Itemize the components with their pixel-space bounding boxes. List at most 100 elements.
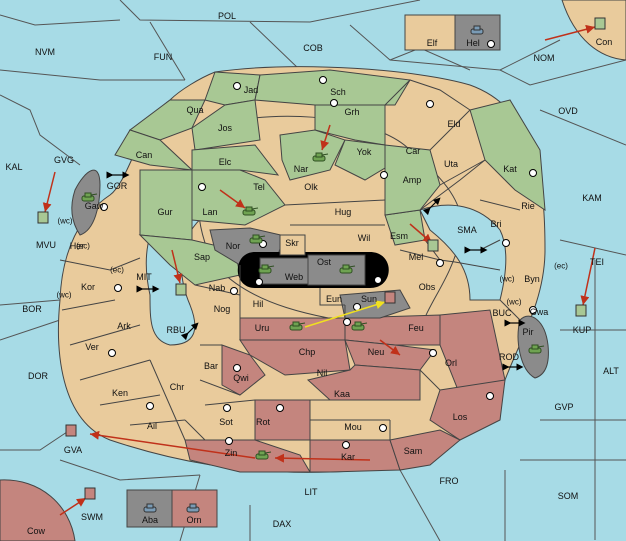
tank-unit-icon	[81, 192, 98, 202]
supply-center-icon	[255, 278, 263, 286]
land-label-nar: Nar	[293, 164, 309, 174]
red-territories	[184, 309, 506, 473]
land-label-ark: Ark	[117, 321, 131, 331]
land-label-eun: Eun	[325, 294, 343, 304]
land-label-uru: Uru	[254, 323, 270, 333]
land-label-nil: Nil	[316, 368, 328, 378]
land-label-bri: Bri	[490, 219, 502, 229]
tank-unit-icon	[258, 264, 275, 274]
land-label-can: Can	[135, 150, 153, 160]
land-label-feu: Feu	[408, 323, 424, 333]
land-label-ken: Ken	[111, 388, 129, 398]
land-label-nor: Nor	[225, 241, 241, 251]
land-label-jad: Jad	[243, 85, 259, 95]
fleet-units[interactable]	[37, 17, 606, 500]
land-label-amp: Amp	[402, 175, 422, 185]
tank-unit-icon	[528, 344, 545, 354]
land-label-hug: Hug	[334, 207, 352, 217]
con-land	[561, 0, 626, 61]
supply-center-icon	[330, 99, 338, 107]
land-label-chp: Chp	[298, 347, 316, 357]
land-label-kor: Kor	[80, 282, 96, 292]
sea-label-fro: FRO	[439, 476, 459, 486]
supply-centers	[100, 40, 537, 449]
supply-center-icon	[100, 203, 108, 211]
supply-center-icon	[486, 392, 494, 400]
sea-label-som: SOM	[557, 491, 579, 501]
supply-center-icon	[343, 318, 351, 326]
land-label-grh: Grh	[344, 107, 360, 117]
coast-label-kor-ec: (ec)	[110, 265, 124, 275]
sea-label-gva: GVA	[63, 445, 83, 455]
fleet-icon	[84, 487, 96, 500]
land-label-elc: Elc	[218, 157, 232, 167]
canal-markers	[106, 171, 526, 371]
land-label-obs: Obs	[418, 282, 436, 292]
sea-label-dor: DOR	[28, 371, 48, 381]
tank-unit-icon	[186, 503, 200, 513]
land-label-uta: Uta	[443, 159, 459, 169]
land-label-rot: Rot	[255, 417, 271, 427]
land-label-ost: Ost	[316, 257, 332, 267]
tank-unit-icon	[255, 450, 272, 460]
land-label-gwa: Gwa	[529, 307, 549, 317]
supply-center-icon	[198, 183, 206, 191]
tank-unit-icon	[339, 264, 356, 274]
fleet-icon	[65, 424, 77, 437]
tank-unit-icon	[249, 234, 266, 244]
sea-label-gor: GOR	[106, 181, 128, 191]
supply-center-icon	[146, 402, 154, 410]
land-label-sam: Sam	[403, 446, 423, 456]
double-arrow-icon	[180, 322, 199, 341]
supply-center-icon	[426, 100, 434, 108]
coast-label-kor-wc: (wc)	[56, 290, 72, 300]
tank-unit-icon	[143, 503, 157, 513]
sea-label-swm: SWM	[81, 512, 103, 522]
supply-center-icon	[108, 349, 116, 357]
land-label-ail: Ail	[146, 421, 158, 431]
land-label-her: Her	[69, 241, 85, 251]
sea-label-kal: KAL	[5, 162, 23, 172]
skr-land	[279, 234, 306, 256]
fleet-icon	[427, 239, 439, 252]
central-grey-regions	[259, 254, 366, 286]
coast-label-her-wc: (wc)	[57, 216, 73, 226]
tank-unit-icon	[312, 152, 329, 162]
sea-label-fun: FUN	[153, 52, 173, 62]
land-label-chr: Chr	[169, 382, 185, 392]
supply-center-icon	[223, 404, 231, 412]
sea-label-bor: BOR	[22, 304, 42, 314]
land-label-aba: Aba	[141, 515, 159, 525]
land-label-neu: Neu	[367, 347, 385, 357]
land-label-nab: Nab	[208, 283, 226, 293]
land-label-sch: Sch	[330, 87, 346, 97]
land-label-olk: Olk	[304, 182, 318, 192]
supply-center-icon	[276, 404, 284, 412]
supply-center-icon	[380, 171, 388, 179]
elf-land	[404, 14, 456, 51]
tank-unit-icon	[289, 321, 306, 331]
tank-unit-icon	[470, 25, 484, 35]
sea-label-nvm: NVM	[35, 47, 55, 57]
supply-center-icon	[374, 276, 382, 284]
supply-center-icon	[319, 76, 327, 84]
land-label-hel: Hel	[466, 38, 480, 48]
sea-label-dax: DAX	[272, 519, 292, 529]
double-arrow-icon	[422, 197, 441, 216]
supply-center-icon	[233, 82, 241, 90]
coast-label-byn-wc: (wc)	[499, 274, 515, 284]
supply-center-icon	[529, 169, 537, 177]
sea-label-alt: ALT	[603, 366, 619, 376]
sea-label-lit: LIT	[304, 487, 318, 497]
supply-center-icon	[225, 437, 233, 445]
land-label-kaa: Kaa	[333, 389, 351, 399]
sea-label-gvp: GVP	[554, 402, 574, 412]
supply-center-icon	[230, 287, 238, 295]
support-order	[304, 300, 386, 328]
sea-label-kup: KUP	[572, 325, 592, 335]
tank-unit-icon	[351, 321, 368, 331]
sea-label-rod: ROD	[499, 352, 519, 362]
army-units[interactable]	[81, 25, 545, 513]
land-label-orl: Orl	[445, 358, 457, 368]
